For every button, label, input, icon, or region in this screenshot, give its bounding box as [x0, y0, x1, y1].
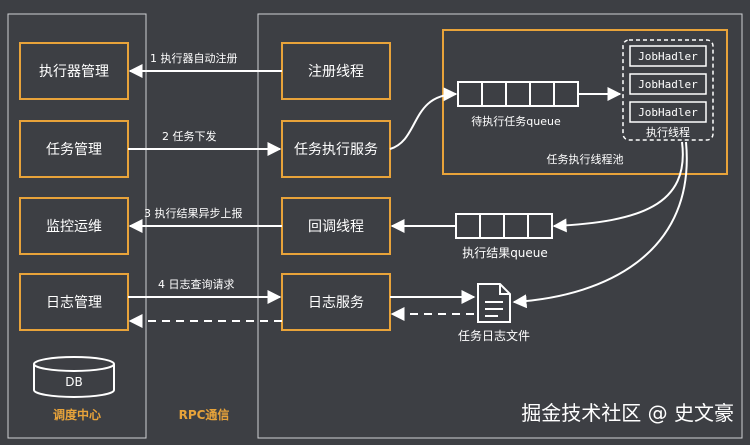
callback-thread-label: 回调线程	[308, 219, 364, 235]
callback-thread-box: 回调线程	[281, 197, 391, 255]
log-file-icon	[477, 283, 511, 323]
result-queue	[455, 213, 553, 239]
thread-pool-box	[442, 29, 728, 175]
thread-to-result-queue-arrow	[552, 141, 684, 233]
register-thread-label: 注册线程	[308, 64, 364, 80]
log-service-box: 日志服务	[281, 273, 391, 331]
task-exec-service-box: 任务执行服务	[281, 120, 391, 178]
watermark: 掘金技术社区 @ 史文豪	[521, 401, 734, 425]
thread-pool-label: 任务执行线程池	[547, 152, 624, 166]
rpc-label: RPC通信	[179, 407, 230, 422]
auto-register-label: 1 执行器自动注册	[150, 51, 238, 65]
task-exec-service-label: 任务执行服务	[294, 142, 378, 158]
db-cylinder-icon: DB	[33, 356, 115, 398]
monitor-ops-box: 监控运维	[19, 197, 129, 255]
result-queue-label: 执行结果queue	[462, 246, 548, 260]
pending-queue-label: 待执行任务queue	[471, 114, 561, 128]
task-dispatch-label: 2 任务下发	[162, 129, 217, 143]
exec-thread-group	[622, 39, 714, 141]
async-report-label: 3 执行结果异步上报	[144, 206, 243, 220]
jobhandler-label: JobHadler	[638, 50, 698, 63]
jobhandler-2: JobHadler	[629, 73, 707, 95]
executor-mgmt-label: 执行器管理	[39, 64, 109, 80]
register-thread-box: 注册线程	[281, 42, 391, 100]
jobhandler-3: JobHadler	[629, 101, 707, 123]
thread-to-log-file-arrow	[512, 141, 688, 309]
log-file-label: 任务日志文件	[458, 328, 530, 343]
task-mgmt-label: 任务管理	[46, 142, 102, 158]
monitor-ops-label: 监控运维	[46, 219, 102, 235]
jobhandler-label: JobHadler	[638, 78, 698, 91]
log-mgmt-label: 日志管理	[46, 295, 102, 311]
jobhandler-1: JobHadler	[629, 45, 707, 67]
exec-thread-label: 执行线程	[646, 125, 690, 139]
log-service-label: 日志服务	[308, 295, 364, 311]
scheduler-center-label: 调度中心	[53, 407, 101, 422]
task-mgmt-box: 任务管理	[19, 120, 129, 178]
log-query-label: 4 日志查询请求	[158, 277, 235, 291]
dispatch-to-queue-arrow	[389, 87, 458, 150]
pending-task-queue	[457, 81, 579, 107]
executor-mgmt-box: 执行器管理	[19, 42, 129, 100]
jobhandler-label: JobHadler	[638, 106, 698, 119]
log-mgmt-box: 日志管理	[19, 273, 129, 331]
db-label: DB	[65, 375, 82, 389]
